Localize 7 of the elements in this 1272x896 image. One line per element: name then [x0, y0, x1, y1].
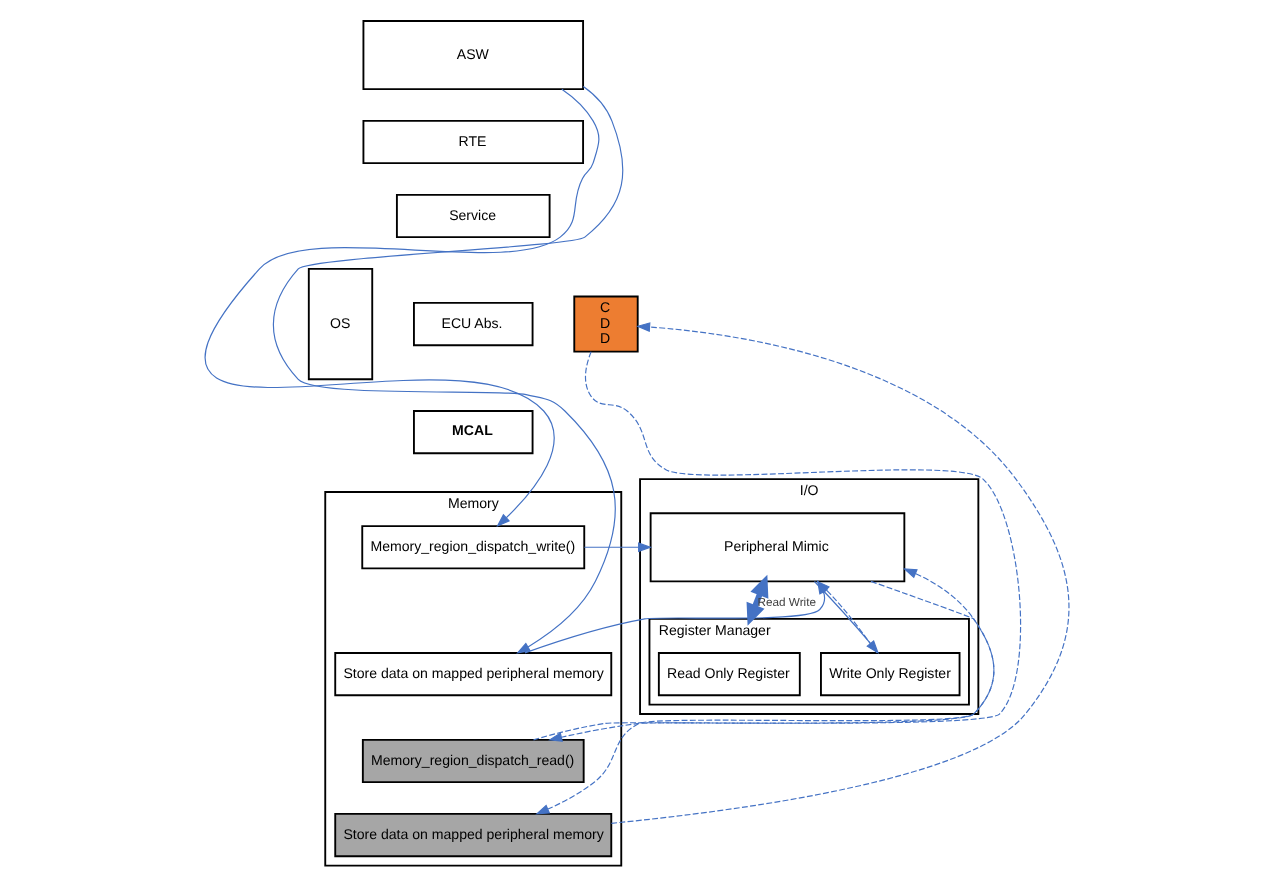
arrow — [547, 351, 1021, 742]
arrow — [531, 568, 994, 741]
arrow — [609, 322, 1069, 824]
arrow — [204, 88, 599, 528]
arrow — [745, 574, 768, 626]
arrow — [271, 85, 623, 654]
arrow — [582, 542, 652, 553]
